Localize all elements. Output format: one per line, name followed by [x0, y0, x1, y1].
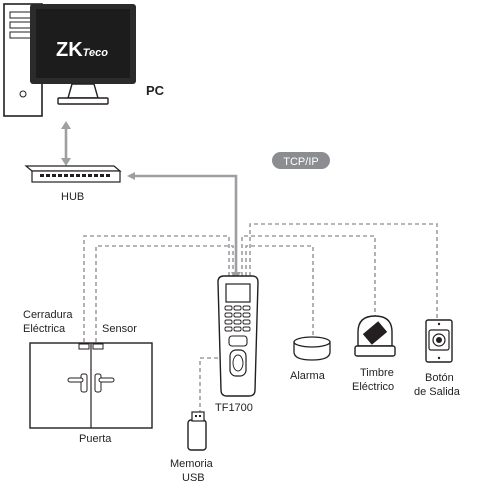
- hub: [24, 165, 122, 183]
- usb-stick: [187, 411, 207, 451]
- usb-label-line2: USB: [182, 472, 205, 484]
- exit-label: Botón: [425, 372, 454, 384]
- tf1700-device: [217, 275, 259, 397]
- bell-label: Timbre: [360, 367, 394, 379]
- door: [29, 342, 153, 429]
- electric-bell: [354, 315, 396, 357]
- exit-button: [425, 319, 453, 363]
- lock-label: Cerradura: [23, 309, 73, 321]
- lock-label-line2: Eléctrica: [23, 323, 66, 335]
- tcpip-badge: TCP/IP: [272, 152, 330, 169]
- pc-monitor: ZKTeco: [30, 4, 136, 105]
- svg-text:TCP/IP: TCP/IP: [283, 156, 318, 168]
- zkteco-logo: ZKTeco: [56, 39, 108, 61]
- alarm: [293, 336, 331, 361]
- wiring: [83, 223, 438, 412]
- sensor-label: Sensor: [102, 323, 137, 335]
- usb-label: Memoria: [170, 458, 214, 470]
- hub-label: HUB: [61, 191, 84, 203]
- alarm-label: Alarma: [290, 370, 326, 382]
- tcpip-link: [127, 172, 241, 280]
- exit-label-line2: de Salida: [414, 386, 461, 398]
- pc-label: PC: [146, 83, 165, 98]
- bell-label-line2: Eléctrico: [352, 381, 394, 393]
- door-label: Puerta: [79, 433, 112, 445]
- device-label: TF1700: [215, 402, 253, 414]
- pc-hub-link: [61, 121, 71, 166]
